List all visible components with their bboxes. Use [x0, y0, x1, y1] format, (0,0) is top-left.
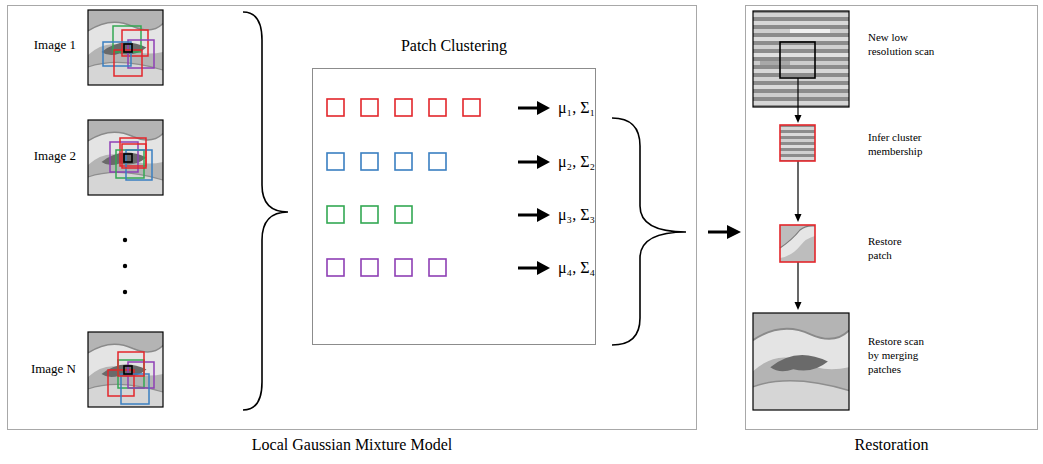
ellipsis-dots	[123, 238, 127, 294]
down-arrow	[795, 78, 802, 310]
cluster-box: Patch Clustering	[312, 68, 596, 345]
row-arrow	[518, 101, 550, 275]
image-label: Image 2	[8, 148, 76, 164]
box-title: Patch Clustering	[401, 37, 507, 55]
panel-caption: Local Gaussian Mixture Model	[252, 436, 452, 454]
flow-arrow	[708, 225, 741, 239]
step-label: New low resolution scan	[868, 30, 952, 58]
step-label: Restore patch	[868, 234, 918, 262]
mri-image	[88, 10, 163, 85]
image-label: Image N	[8, 361, 76, 377]
image-label: Image 1	[8, 37, 76, 53]
mri-image	[88, 332, 163, 407]
cluster-parameters: μ₂, Σ₂	[558, 153, 628, 171]
cluster-parameters: μ₁, Σ₁	[558, 99, 628, 117]
step-label: Infer cluster membership	[868, 130, 948, 158]
cluster-parameters: μ₃, Σ₃	[558, 206, 628, 224]
mri-image	[88, 120, 163, 195]
step-label: Restore scan by merging patches	[868, 334, 934, 376]
restored-patch	[780, 225, 815, 262]
patch-squares	[327, 99, 480, 276]
brace	[612, 118, 686, 345]
panel-caption: Restoration	[855, 436, 929, 454]
brace	[243, 12, 288, 410]
low-res-patch	[780, 125, 815, 161]
restored-scan	[753, 313, 849, 410]
low-res-scan	[753, 11, 849, 107]
cluster-parameters: μ₄, Σ₄	[558, 259, 628, 277]
